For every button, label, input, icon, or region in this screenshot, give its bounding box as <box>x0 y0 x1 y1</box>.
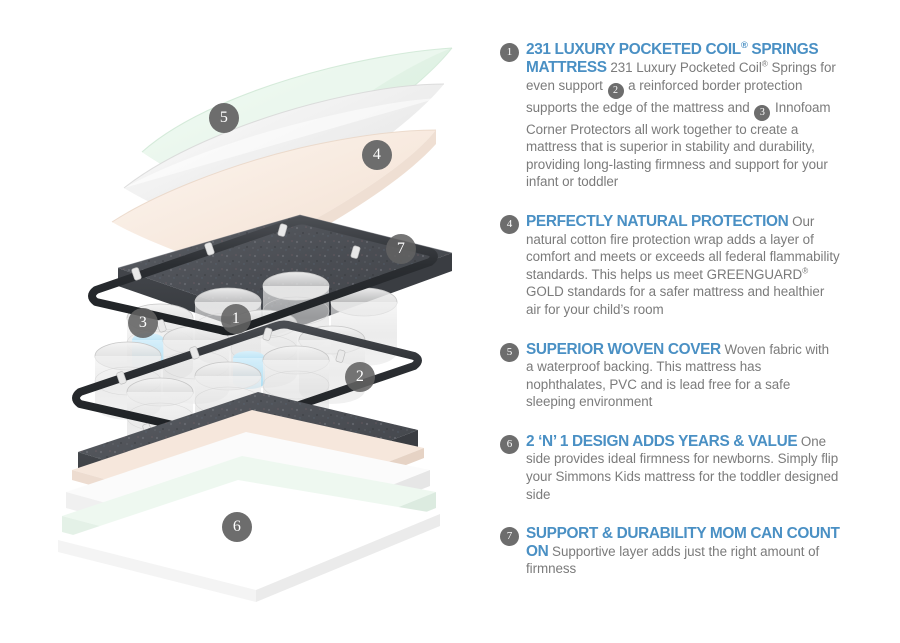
feature-item-1: 1 231 Luxury Pocketed Coil® Springs Matt… <box>500 41 840 191</box>
feature-badge-6: 6 <box>500 434 519 454</box>
feature-heading-7: Support & Durability Mom Can Count On <box>526 525 840 560</box>
mattress-diagram-svg <box>58 47 453 602</box>
diagram-badge-4: 4 <box>362 140 392 170</box>
inline-badge-3: 3 <box>754 104 771 121</box>
feature-badge-4: 4 <box>500 214 519 234</box>
feature-text-4: Perfectly Natural Protection Our natural… <box>526 212 840 317</box>
feature-item-5: 5 Superior Woven Cover Woven fabric with… <box>500 341 840 411</box>
feature-heading-6: 2 ‘n’ 1 Design Adds Years & Value <box>526 432 798 450</box>
mattress-diagram: 5 4 7 3 1 2 6 <box>58 47 453 602</box>
feature-item-6: 6 2 ‘n’ 1 Design Adds Years & Value One … <box>500 433 840 503</box>
inline-badge-2: 2 <box>607 82 624 99</box>
feature-text-1: 231 Luxury Pocketed Coil® Springs Mattre… <box>526 40 836 190</box>
diagram-badge-1: 1 <box>221 304 251 334</box>
diagram-badge-3: 3 <box>128 308 158 338</box>
feature-badge-1: 1 <box>500 43 519 63</box>
feature-heading-5: Superior Woven Cover <box>526 340 721 358</box>
greenguard-brand: Greenguard <box>706 266 803 282</box>
registered-mark: ® <box>740 40 748 52</box>
diagram-badge-2: 2 <box>345 362 375 392</box>
feature-badge-5: 5 <box>500 342 519 362</box>
feature-text-6: 2 ‘n’ 1 Design Adds Years & Value One si… <box>526 432 839 502</box>
feature-text-5: Superior Woven Cover Woven fabric with a… <box>526 340 830 410</box>
feature-heading-4: Perfectly Natural Protection <box>526 212 789 230</box>
feature-badge-7: 7 <box>500 527 519 547</box>
registered-mark: ® <box>802 265 809 276</box>
registered-mark: ® <box>761 58 768 69</box>
diagram-badge-6: 6 <box>222 512 252 542</box>
feature-list: 1 231 Luxury Pocketed Coil® Springs Matt… <box>500 28 840 591</box>
diagram-badge-5: 5 <box>209 103 239 133</box>
feature-item-4: 4 Perfectly Natural Protection Our natur… <box>500 213 840 319</box>
diagram-badge-7: 7 <box>386 234 416 264</box>
feature-text-7: Support & Durability Mom Can Count On Su… <box>526 525 840 577</box>
layer-two-in-one-base <box>58 410 440 602</box>
feature-item-7: 7 Support & Durability Mom Can Count On … <box>500 525 840 578</box>
feature-heading-1: 231 Luxury Pocketed Coil® Springs Mattre… <box>526 40 819 76</box>
